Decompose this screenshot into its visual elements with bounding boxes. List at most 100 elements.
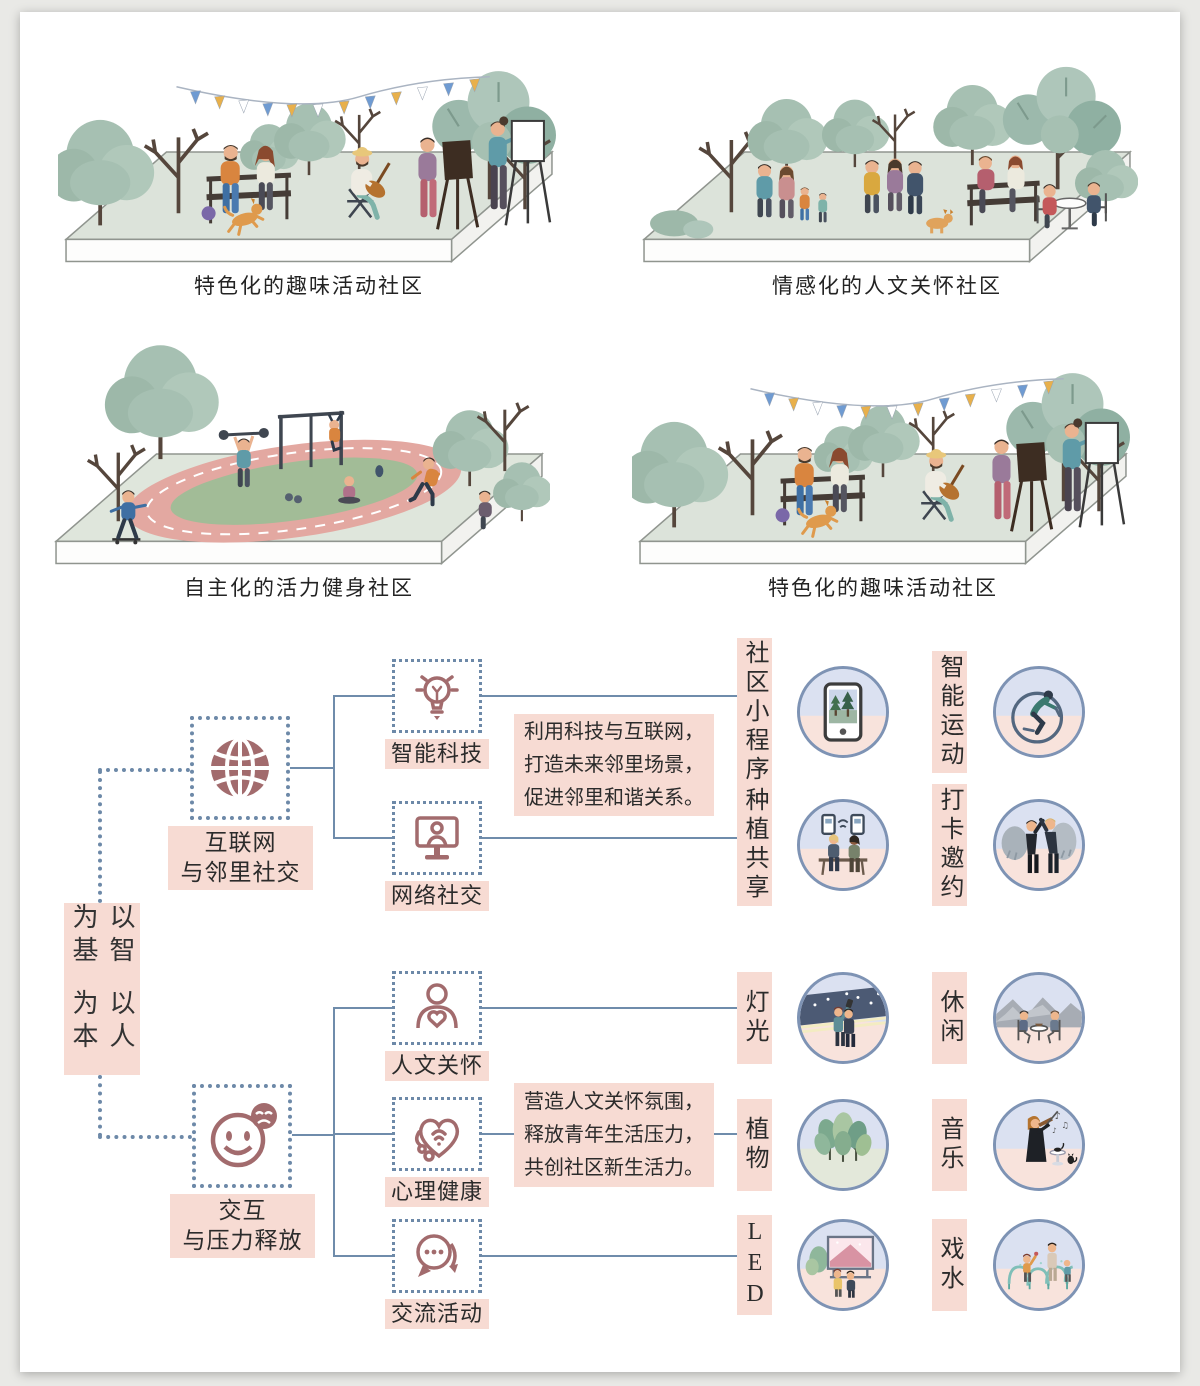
- description-care-stress: 营造人文关怀氛围， 释放青年生活压力， 共创社区新生活力。: [514, 1083, 714, 1187]
- hub-label-line: 互联网: [204, 830, 277, 855]
- connector-line: [335, 837, 392, 839]
- node-online-social: [392, 801, 482, 875]
- outcome-circle-planting-share: [797, 799, 889, 891]
- person-heart-icon: [416, 983, 458, 1029]
- outcome-label-plants: 植物: [737, 1099, 772, 1191]
- desc-line: 促进邻里和谐关系。: [524, 786, 704, 809]
- outcome-label-checkin-invite: 打卡邀约: [932, 784, 967, 906]
- desc-line: 打造未来邻里场景，: [524, 753, 704, 776]
- lightbulb-icon: [415, 675, 459, 720]
- node-label-mental-health: 心理健康: [385, 1177, 489, 1207]
- connector-line: [333, 695, 335, 839]
- music-icon: ♪ ♫ ♪: [996, 1102, 1082, 1188]
- description-smart-internet: 利用科技与互联网， 打造未来邻里场景， 促进邻里和谐关系。: [514, 714, 714, 816]
- scene-caption: 自主化的活力健身社区: [184, 576, 414, 600]
- dotted-connector-to-smiley: [98, 1135, 192, 1139]
- hub-label-line: 交互: [218, 1198, 267, 1223]
- planting-share-icon: [800, 802, 886, 888]
- water-play-icon: [996, 1222, 1082, 1308]
- outcome-circle-water-play: [993, 1219, 1085, 1311]
- monitor-user-icon: [415, 816, 459, 860]
- connector-line: [333, 1007, 335, 1257]
- heart-stethoscope-icon: [415, 1118, 460, 1162]
- outcome-circle-checkin-invite: [993, 799, 1085, 891]
- smiley-icon: [210, 1103, 277, 1168]
- outcome-circle-plants: [797, 1099, 889, 1191]
- connector-line: [335, 1133, 392, 1135]
- node-label-communication: 交流活动: [385, 1299, 489, 1329]
- connector-line: [480, 695, 738, 697]
- desc-line: 营造人文关怀氛围，: [524, 1090, 704, 1113]
- scene-caption: 特色化的趣味活动社区: [768, 576, 998, 600]
- desc-line: 利用科技与互联网，: [524, 720, 704, 743]
- scene-block-fun-activity-2: 特色化的趣味活动社区: [632, 318, 1134, 602]
- node-label-smart-tech: 智能科技: [385, 739, 489, 769]
- checkin-invite-icon: [996, 802, 1082, 888]
- connector-line: [290, 767, 333, 769]
- hub-label-line: 与邻里社交: [180, 860, 301, 885]
- connector-line: [335, 695, 392, 697]
- outcome-circle-led: [797, 1219, 889, 1311]
- connector-line: [480, 1255, 738, 1257]
- connector-line: [480, 1133, 514, 1135]
- connector-line: [335, 1255, 392, 1257]
- led-screen-icon: [800, 1222, 886, 1308]
- node-mental-health: [392, 1097, 482, 1171]
- node-label-internet-neighborhood: 互联网 与邻里社交: [168, 826, 313, 890]
- illustration-fun-activity-community: [58, 16, 560, 266]
- desc-line: 释放青年生活压力，: [524, 1123, 704, 1146]
- outcome-label-smart-sport: 智能运动: [932, 651, 967, 773]
- outcome-circle-smart-sport: [993, 666, 1085, 758]
- svg-text:♪: ♪: [1052, 1126, 1057, 1135]
- chat-bubbles-icon: [416, 1234, 458, 1277]
- outcome-label-leisure: 休闲: [932, 972, 967, 1064]
- connector-line: [480, 837, 738, 839]
- root-line-1: 以智为基: [69, 903, 135, 969]
- node-interaction-stress-release: [192, 1084, 292, 1188]
- connector-line: [292, 1134, 333, 1136]
- scene-block-humanistic-care: 情感化的人文关怀社区: [636, 16, 1138, 300]
- connector-line: [714, 1133, 738, 1135]
- node-label-interaction-stress: 交互 与压力释放: [170, 1194, 315, 1258]
- connector-line: [480, 1007, 738, 1009]
- leisure-icon: [996, 975, 1082, 1061]
- node-humanistic-care: [392, 971, 482, 1045]
- outcome-circle-leisure: [993, 972, 1085, 1064]
- globe-icon: [211, 737, 269, 799]
- connector-line: [335, 1007, 392, 1009]
- plants-icon: [800, 1102, 886, 1188]
- outcome-circle-music: ♪ ♫ ♪: [993, 1099, 1085, 1191]
- outcome-label-led: LED: [737, 1215, 772, 1315]
- scene-block-fun-activity-1: 特色化的趣味活动社区: [58, 16, 560, 300]
- scene-caption: 特色化的趣味活动社区: [194, 274, 424, 298]
- root-line-2: 以人为本: [69, 989, 135, 1055]
- illustration-humanistic-care-community: [636, 16, 1138, 266]
- night-lights-icon: [800, 975, 886, 1061]
- svg-text:♫: ♫: [1061, 1120, 1069, 1130]
- desc-line: 共创社区新生活力。: [524, 1156, 704, 1179]
- outcome-circle-community-miniapp: [797, 666, 889, 758]
- scene-caption: 情感化的人文关怀社区: [772, 274, 1002, 298]
- illustration-fitness-community: [48, 318, 550, 568]
- phone-app-icon: [800, 669, 886, 755]
- scene-block-fitness: 自主化的活力健身社区: [48, 318, 550, 602]
- hub-label-line: 与压力释放: [182, 1228, 303, 1253]
- outcome-label-community-miniapp: 社区小程序: [737, 638, 772, 786]
- root-concept-box: 以智为基 以人为本: [64, 903, 140, 1075]
- svg-text:♪: ♪: [1055, 1111, 1061, 1122]
- dotted-connector-root-up: [98, 770, 102, 903]
- node-label-humanistic-care: 人文关怀: [385, 1051, 489, 1081]
- illustration-fun-activity-community-2: [632, 318, 1134, 568]
- outcome-label-music: 音乐: [932, 1099, 967, 1191]
- node-internet-neighborhood: [190, 716, 290, 820]
- outcome-label-lighting: 灯光: [737, 972, 772, 1064]
- outcome-label-water-play: 戏水: [932, 1219, 967, 1311]
- dotted-connector-to-globe: [98, 768, 190, 772]
- node-label-online-social: 网络社交: [385, 881, 489, 911]
- outcome-label-planting-share: 种植共享: [737, 784, 772, 906]
- dotted-connector-root-down: [98, 1075, 102, 1137]
- node-smart-tech: [392, 659, 482, 733]
- node-communication-activities: [392, 1219, 482, 1293]
- outcome-circle-lighting: [797, 972, 889, 1064]
